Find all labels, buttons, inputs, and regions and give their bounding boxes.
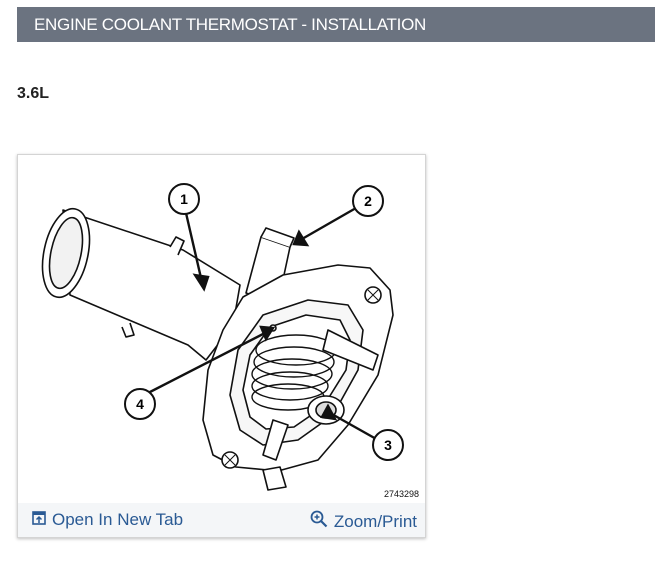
figure-footer: Open In New Tab Zoom/Print — [18, 503, 425, 537]
callout-4: 4 — [136, 396, 144, 412]
zoom-in-icon — [310, 510, 328, 533]
callout-3: 3 — [384, 437, 392, 453]
figure-number: 2743298 — [383, 489, 419, 499]
page-title-bar: ENGINE COOLANT THERMOSTAT - INSTALLATION — [17, 7, 655, 42]
callout-1: 1 — [180, 191, 188, 207]
page-title: ENGINE COOLANT THERMOSTAT - INSTALLATION — [34, 15, 426, 34]
open-in-new-tab-icon — [32, 510, 46, 530]
open-in-new-tab-label: Open In New Tab — [52, 510, 184, 529]
engine-variant-heading: 3.6L — [17, 85, 50, 102]
open-in-new-tab-link[interactable]: Open In New Tab — [32, 510, 183, 530]
zoom-print-link[interactable]: Zoom/Print — [310, 510, 417, 533]
callout-2: 2 — [364, 193, 372, 209]
figure-card: 1 2 3 4 2743298 Open In New Tab — [17, 154, 426, 538]
zoom-print-label: Zoom/Print — [333, 511, 417, 531]
thermostat-illustration[interactable]: 1 2 3 4 — [18, 155, 425, 503]
